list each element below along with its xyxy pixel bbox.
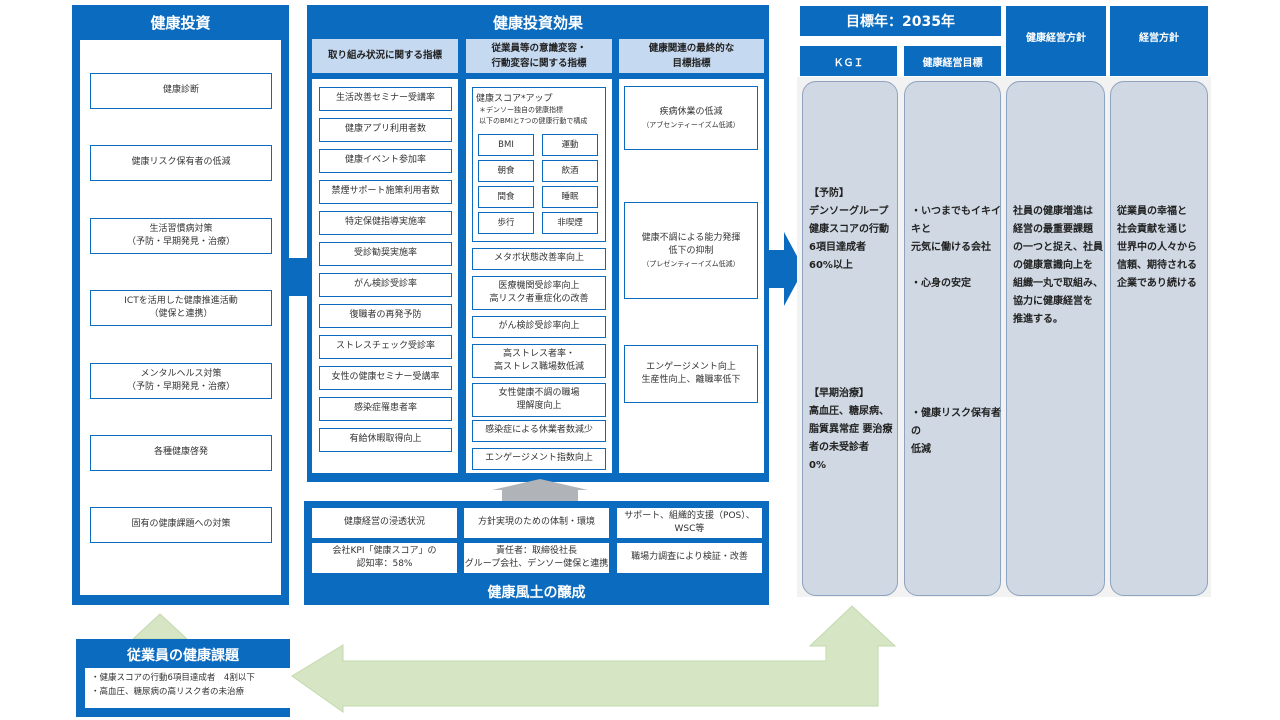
- management-header: 経営方針: [1110, 6, 1208, 76]
- indicator-item: 復職者の再発予防: [319, 304, 452, 328]
- management-card: 従業員の幸福と 社会貢献を通じ 世界中の人々から 信頼、期待される 企業であり続…: [1110, 81, 1208, 596]
- health-score-title: 健康スコア*アップ: [476, 94, 553, 104]
- final-goal-main: 健康不調による能力発揮 低下の抑制: [641, 232, 741, 257]
- health-score-note2: 以下のBMIと7つの健康行動で構成: [479, 117, 588, 125]
- final-goal-item: 健康不調による能力発揮 低下の抑制 （プレゼンティーイズム低減）: [624, 202, 758, 299]
- arrow-right-head: [784, 232, 804, 306]
- final-goal-item: 疾病休業の低減 （アブセンティーイズム低減）: [624, 86, 758, 150]
- kgi-header: ＫＧＩ: [800, 46, 897, 76]
- culture-item: 会社KPI「健康スコア」の 認知率：58%: [312, 543, 457, 573]
- investment-item: 固有の健康課題への対策: [90, 507, 272, 543]
- investment-item: 生活習慣病対策 （予防・早期発見・治療）: [90, 218, 272, 254]
- behavior-indicator: 高ストレス者率・ 高ストレス職場数低減: [472, 344, 606, 378]
- indicator-item: 特定保健指導実施率: [319, 211, 452, 235]
- col1-header: 取り組み状況に関する指標: [312, 39, 458, 73]
- health-score-item: 睡眠: [542, 186, 598, 208]
- goal-wellbeing: ・いつまでもイキイキと 元気に働ける会社 ・心身の安定: [911, 206, 1001, 289]
- indicator-item: 感染症罹患者率: [319, 397, 452, 421]
- issue-item: ・健康スコアの行動6項目達成者 4割以下: [91, 673, 255, 683]
- col3-header: 健康関連の最終的な 目標指標: [619, 39, 764, 73]
- health-score-item: 運動: [542, 134, 598, 156]
- culture-item: サポート、組織的支援（POS）、 WSC等: [617, 508, 762, 538]
- culture-up-arrow: [492, 479, 588, 505]
- goal-risk-reduction: ・健康リスク保有者の 低減: [911, 408, 1001, 455]
- final-goal-main: 疾病休業の低減: [659, 107, 723, 117]
- management-text: 従業員の幸福と 社会貢献を通じ 世界中の人々から 信頼、期待される 企業であり続…: [1117, 206, 1197, 289]
- indicator-item: 有給休暇取得向上: [319, 428, 452, 452]
- indicator-item: 健康イベント参加率: [319, 149, 452, 173]
- policy-card: 社員の健康増進は 経営の最重要課題 の一つと捉え、社員 の健康意識向上を 組織一…: [1006, 81, 1105, 596]
- goal-header: 健康経営目標: [904, 46, 1001, 76]
- investment-item: 健康診断: [90, 73, 272, 109]
- indicator-item: 生活改善セミナー受講率: [319, 87, 452, 111]
- final-goal-item: エンゲージメント向上 生産性向上、離職率低下: [624, 345, 758, 403]
- culture-item: 責任者：取締役社長 グループ会社、デンソー健保と連携: [464, 543, 609, 573]
- col2-header: 従業員等の意識変容・ 行動変容に関する指標: [466, 39, 612, 73]
- investment-item: メンタルヘルス対策 （予防・早期発見・治療）: [90, 363, 272, 399]
- policy-header: 健康経営方針: [1006, 6, 1106, 76]
- effects-title: 健康投資効果: [492, 13, 583, 32]
- culture-item: 職場力調査により検証・改善: [617, 543, 762, 573]
- kgi-prevention: 【予防】 デンソーグループ 健康スコアの行動 6項目達成者 60%以上: [809, 188, 889, 271]
- investment-item: 健康リスク保有者の低減: [90, 145, 272, 181]
- kgi-card: 【予防】 デンソーグループ 健康スコアの行動 6項目達成者 60%以上 【早期治…: [802, 81, 898, 596]
- behavior-indicator: エンゲージメント指数向上: [472, 448, 606, 470]
- culture-title: 健康風土の醸成: [487, 585, 586, 601]
- indicator-item: がん検診受診率: [319, 273, 452, 297]
- behavior-indicator: がん検診受診率向上: [472, 316, 606, 338]
- health-score-item: 間食: [478, 186, 534, 208]
- indicator-item: 健康アプリ利用者数: [319, 118, 452, 142]
- behavior-indicator: 女性健康不調の職場 理解度向上: [472, 383, 606, 417]
- health-score-item: 朝食: [478, 160, 534, 182]
- final-goal-sub: （アブセンティーイズム低減）: [642, 120, 740, 129]
- indicator-item: ストレスチェック受診率: [319, 335, 452, 359]
- behavior-indicator: メタボ状態改善率向上: [472, 248, 606, 270]
- health-score-item: 非喫煙: [542, 212, 598, 234]
- issue-item: ・高血圧、糖尿病の高リスク者の未治療: [91, 687, 245, 698]
- investment-item: 各種健康啓発: [90, 435, 272, 471]
- health-score-item: BMI: [478, 134, 534, 156]
- issues-title: 従業員の健康課題: [127, 648, 239, 664]
- final-goal-main: エンゲージメント向上 生産性向上、離職率低下: [641, 361, 741, 386]
- health-score-note1: ＊デンソー独自の健康指標: [479, 106, 563, 114]
- arrow-shaft-right: [769, 250, 785, 288]
- indicator-item: 受診勧奨実施率: [319, 242, 452, 266]
- culture-item: 健康経営の浸透状況: [312, 508, 457, 538]
- target-year: 目標年：2035年: [800, 6, 1001, 36]
- policy-text: 社員の健康増進は 経営の最重要課題 の一つと捉え、社員 の健康意識向上を 組織一…: [1013, 206, 1103, 325]
- goal-card: ・いつまでもイキイキと 元気に働ける会社 ・心身の安定 ・健康リスク保有者の 低…: [904, 81, 1001, 596]
- investment-item: ICTを活用した健康推進活動 （健保と連携）: [90, 290, 272, 326]
- health-score-item: 歩行: [478, 212, 534, 234]
- final-goal-sub: （プレゼンティーイズム低減）: [642, 259, 740, 268]
- indicator-item: 禁煙サポート施策利用者数: [319, 180, 452, 204]
- investment-title: 健康投資: [150, 13, 211, 32]
- behavior-indicator: 感染症による休業者数減少: [472, 420, 606, 442]
- arrow-shaft-left: [289, 258, 309, 296]
- issues-body: ・健康スコアの行動6項目達成者 4割以下 ・高血圧、糖尿病の高リスク者の未治療: [85, 668, 290, 708]
- kgi-early-treatment: 【早期治療】 高血圧、糖尿病、 脂質異常症 要治療 者の未受診者 0%: [809, 388, 893, 471]
- indicator-item: 女性の健康セミナー受講率: [319, 366, 452, 390]
- health-score-item: 飲酒: [542, 160, 598, 182]
- behavior-indicator: 医療機関受診率向上 高リスク者重症化の改善: [472, 276, 606, 310]
- culture-item: 方針実現のための体制・環境: [464, 508, 609, 538]
